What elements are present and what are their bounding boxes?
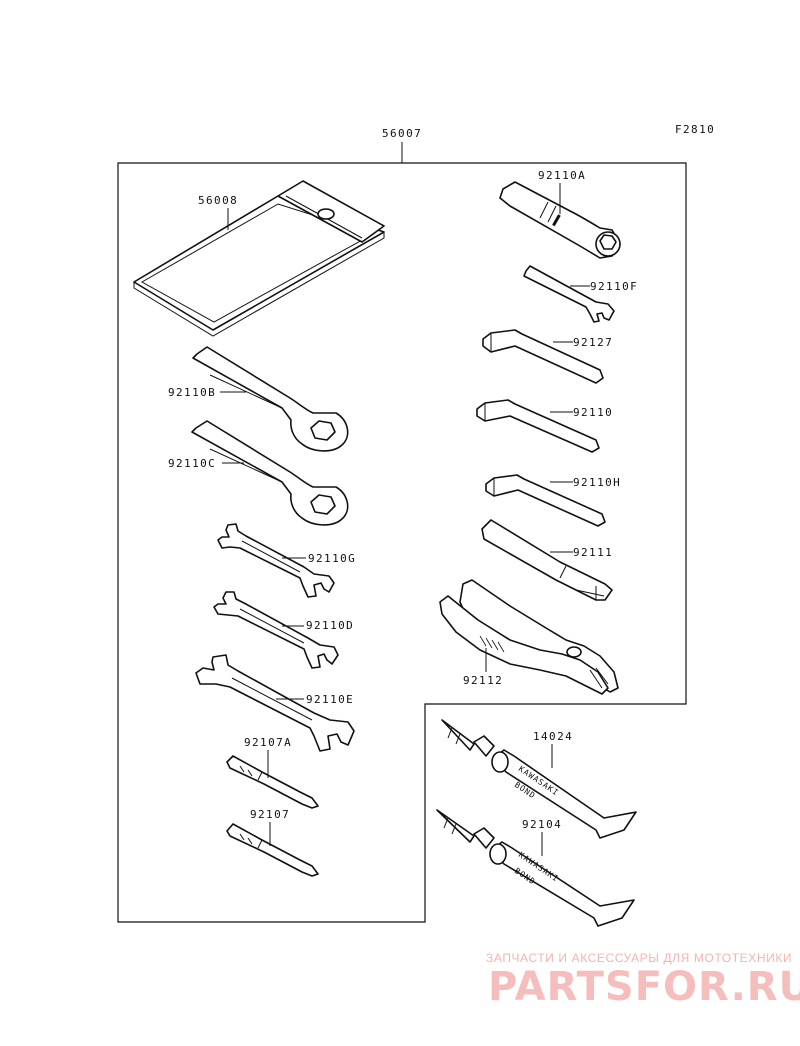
label-92110e: 92110E [306, 693, 354, 706]
hex-wrench-92110 [476, 399, 600, 453]
label-92107: 92107 [250, 808, 290, 821]
watermark-tagline: ЗАПЧАСТИ И АКСЕССУАРЫ ДЛЯ МОТОТЕХНИКИ [486, 951, 792, 965]
label-92110c: 92110C [168, 457, 216, 470]
pliers-92112 [439, 579, 619, 695]
bond-tube-14024: KAWASAKI BOND [441, 719, 637, 839]
watermark-logo: PARTSFOR.RU [488, 964, 800, 1010]
label-92127: 92127 [573, 336, 613, 349]
label-92112: 92112 [463, 674, 503, 687]
hex-wrench-92110h [485, 474, 606, 527]
open-wrench-92110d [213, 591, 339, 669]
label-56008: 56008 [198, 194, 238, 207]
label-14024: 14024 [533, 730, 573, 743]
label-92104: 92104 [522, 818, 562, 831]
label-92110d: 92110D [306, 619, 354, 632]
hex-wrench-92127 [482, 329, 604, 384]
label-92110b: 92110B [168, 386, 216, 399]
label-92110: 92110 [573, 406, 613, 419]
label-92110a: 92110A [538, 169, 586, 182]
kit-frame [117, 162, 687, 923]
screwdriver-92107a [226, 755, 319, 809]
open-wrench-92110e [195, 654, 355, 752]
handle-92111 [481, 519, 613, 601]
open-wrench-92110g [217, 523, 335, 598]
label-92110g: 92110G [308, 552, 356, 565]
spanner-92110f [523, 265, 615, 323]
label-92111: 92111 [573, 546, 613, 559]
tool-pouch [133, 180, 385, 337]
plug-wrench-92110a [499, 181, 621, 259]
screwdriver-92107 [226, 823, 319, 877]
label-92110f: 92110F [590, 280, 638, 293]
label-92107a: 92107A [244, 736, 292, 749]
figure-code: F2810 [675, 123, 715, 136]
label-92110h: 92110H [573, 476, 621, 489]
kit-label: 56007 [382, 127, 422, 140]
ring-wrench-92110c [191, 420, 349, 526]
